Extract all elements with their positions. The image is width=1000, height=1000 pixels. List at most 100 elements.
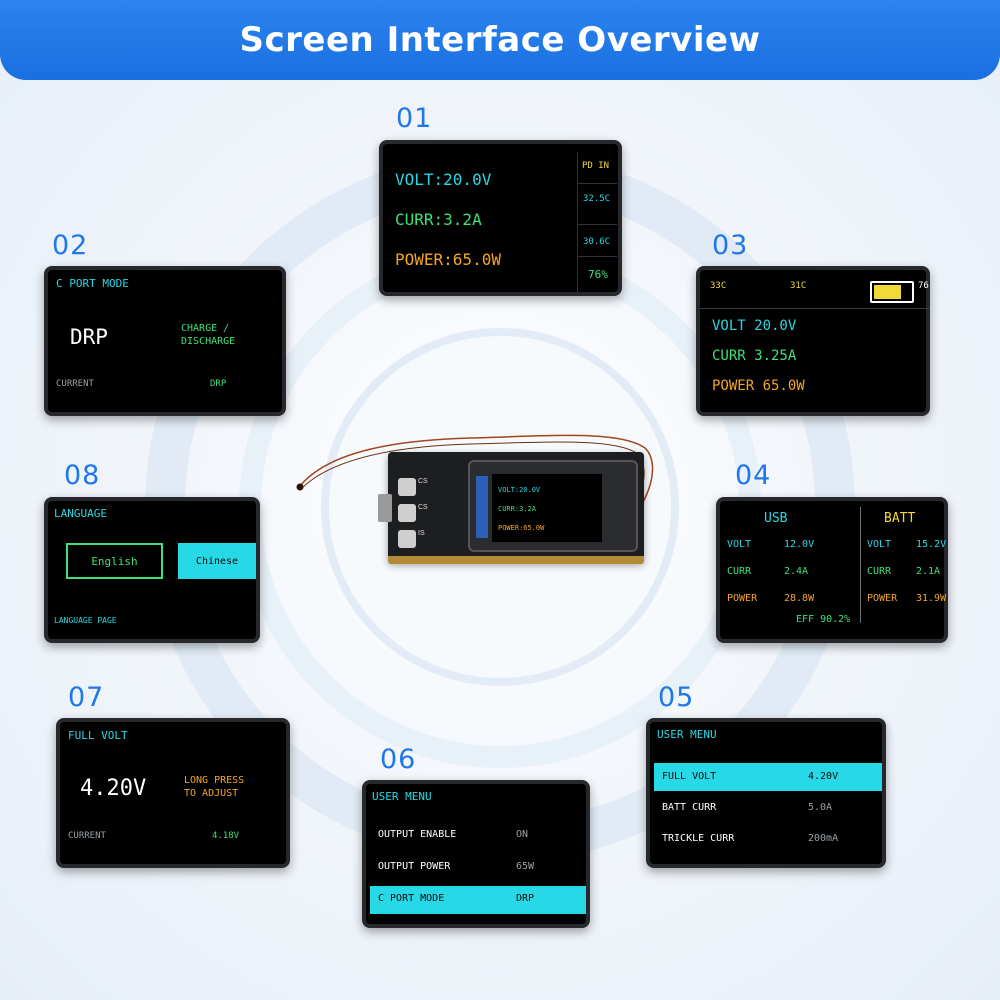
button-2[interactable] [398, 504, 416, 522]
screen-number-07: 07 [68, 682, 105, 713]
screen-06-display: USER MENU OUTPUT ENABLE ON OUTPUT POWER … [366, 784, 586, 924]
screen-05-display: USER MENU FULL VOLT 4.20V BATT CURR 5.0A… [650, 722, 882, 864]
usb-curr-label: CURR [727, 566, 752, 577]
temp-readout-1: 32.5C [583, 194, 611, 204]
screen-title: USER MENU [372, 790, 432, 803]
menu-highlight [370, 886, 586, 914]
divider [577, 183, 617, 184]
mode-desc-line1: CHARGE / [181, 323, 230, 334]
menu-item-value: 65W [516, 861, 535, 872]
display-module: VOLT:20.0V CURR:3.2A POWER:65.0W [468, 460, 638, 552]
screen-01: VOLT:20.0V CURR:3.2A POWER:65.0W PD IN 3… [379, 140, 622, 296]
curr-readout: CURR:3.2A [395, 210, 482, 229]
usb-volt-value: 12.0V [784, 539, 815, 550]
batt-curr-label: CURR [867, 566, 892, 577]
usb-header: USB [764, 511, 788, 526]
current-label: CURRENT [68, 831, 106, 841]
menu-item-label[interactable]: TRICKLE CURR [662, 833, 735, 844]
volt-readout: VOLT:20.0V [395, 170, 492, 189]
option-chinese-label: Chinese [195, 555, 239, 567]
usb-power-label: POWER [727, 593, 758, 604]
screen-number-08: 08 [64, 460, 101, 491]
batt-volt-label: VOLT [867, 539, 892, 550]
batt-volt-value: 15.2V [916, 539, 947, 550]
efficiency-readout: EFF 90.2% [796, 614, 851, 625]
menu-highlight [654, 763, 882, 791]
button-2-label: CS [418, 504, 428, 511]
screen-02: C PORT MODE DRP CHARGE / DISCHARGE CURRE… [44, 266, 286, 416]
divider [860, 507, 861, 623]
current-value: DRP [210, 379, 227, 389]
full-volt-value: 4.20V [80, 776, 147, 801]
button-1-label: CS [418, 478, 428, 485]
screen-title: C PORT MODE [56, 277, 129, 290]
hint-line1: LONG PRESS [184, 775, 245, 786]
screen-06: USER MENU OUTPUT ENABLE ON OUTPUT POWER … [362, 780, 590, 928]
divider [577, 256, 617, 257]
option-english[interactable]: English [66, 543, 163, 579]
button-1[interactable] [398, 478, 416, 496]
usb-volt-label: VOLT [727, 539, 752, 550]
pcb-edge [388, 556, 644, 564]
usb-curr-value: 2.4A [784, 566, 809, 577]
divider [577, 224, 617, 225]
screen-03-display: 33C 31C 76 VOLT 20.0V CURR 3.25A POWER 6… [700, 270, 930, 412]
batt-power-label: POWER [867, 593, 898, 604]
menu-item-label[interactable]: OUTPUT POWER [378, 861, 451, 872]
screen-05: USER MENU FULL VOLT 4.20V BATT CURR 5.0A… [646, 718, 886, 868]
screen-02-display: C PORT MODE DRP CHARGE / DISCHARGE CURRE… [48, 270, 282, 412]
menu-item-value: 5.0A [808, 802, 833, 813]
option-chinese[interactable]: Chinese [178, 543, 256, 579]
screen-number-02: 02 [52, 230, 89, 261]
power-readout: POWER 65.0W [712, 378, 805, 394]
usb-power-value: 28.8W [784, 593, 815, 604]
curr-readout: CURR 3.25A [712, 348, 797, 364]
divider [700, 308, 930, 309]
flex-cable [476, 476, 488, 538]
footer-label: LANGUAGE PAGE [54, 616, 117, 625]
menu-item-value: ON [516, 829, 529, 840]
hint-line2: TO ADJUST [184, 788, 239, 799]
screen-title: LANGUAGE [54, 507, 107, 520]
power-readout: POWER:65.0W [395, 250, 501, 269]
mode-desc-line2: DISCHARGE [181, 336, 236, 347]
button-3[interactable] [398, 530, 416, 548]
current-label: CURRENT [56, 379, 94, 389]
screen-04-display: USB BATT VOLT 12.0V CURR 2.4A POWER 28.8… [720, 501, 947, 639]
current-value: 4.18V [212, 831, 240, 841]
menu-item-label[interactable]: BATT CURR [662, 802, 717, 813]
battery-icon [870, 281, 914, 303]
screen-07: FULL VOLT 4.20V LONG PRESS TO ADJUST CUR… [56, 718, 290, 868]
mini-curr: CURR:3.2A [498, 505, 536, 513]
mini-power: POWER:65.0W [498, 524, 545, 532]
mode-value: DRP [70, 325, 108, 349]
menu-item-label[interactable]: OUTPUT ENABLE [378, 829, 457, 840]
temp-readout-1: 33C [710, 281, 727, 291]
screen-number-04: 04 [735, 460, 772, 491]
menu-item-label[interactable]: FULL VOLT [662, 771, 717, 782]
option-english-label: English [91, 554, 138, 568]
menu-item-label[interactable]: C PORT MODE [378, 893, 445, 904]
temp-readout-2: 31C [790, 281, 807, 291]
screen-08: LANGUAGE English Chinese LANGUAGE PAGE [44, 497, 260, 643]
pd-in-label: PD IN [582, 161, 610, 171]
screen-08-display: LANGUAGE English Chinese LANGUAGE PAGE [48, 501, 256, 639]
header-banner: Screen Interface Overview [0, 0, 1000, 80]
button-3-label: IS [418, 530, 425, 537]
page-title: Screen Interface Overview [239, 20, 761, 60]
screen-title: FULL VOLT [68, 729, 128, 742]
screen-01-display: VOLT:20.0V CURR:3.2A POWER:65.0W PD IN 3… [383, 144, 618, 292]
batt-curr-value: 2.1A [916, 566, 941, 577]
mini-screen: VOLT:20.0V CURR:3.2A POWER:65.0W [492, 474, 602, 542]
battery-percent: 76 [918, 281, 929, 291]
device-board: CS CS IS VOLT:20.0V CURR:3.2A POWER:65.0… [378, 452, 644, 564]
menu-item-value: 200mA [808, 833, 839, 844]
screen-07-display: FULL VOLT 4.20V LONG PRESS TO ADJUST CUR… [60, 722, 286, 864]
batt-power-value: 31.9W [916, 593, 947, 604]
divider [577, 152, 578, 292]
temp-readout-2: 30.6C [583, 237, 611, 247]
screen-04: USB BATT VOLT 12.0V CURR 2.4A POWER 28.8… [716, 497, 948, 643]
mini-volt: VOLT:20.0V [498, 486, 541, 494]
screen-03: 33C 31C 76 VOLT 20.0V CURR 3.25A POWER 6… [696, 266, 930, 416]
usb-c-port [378, 494, 392, 522]
